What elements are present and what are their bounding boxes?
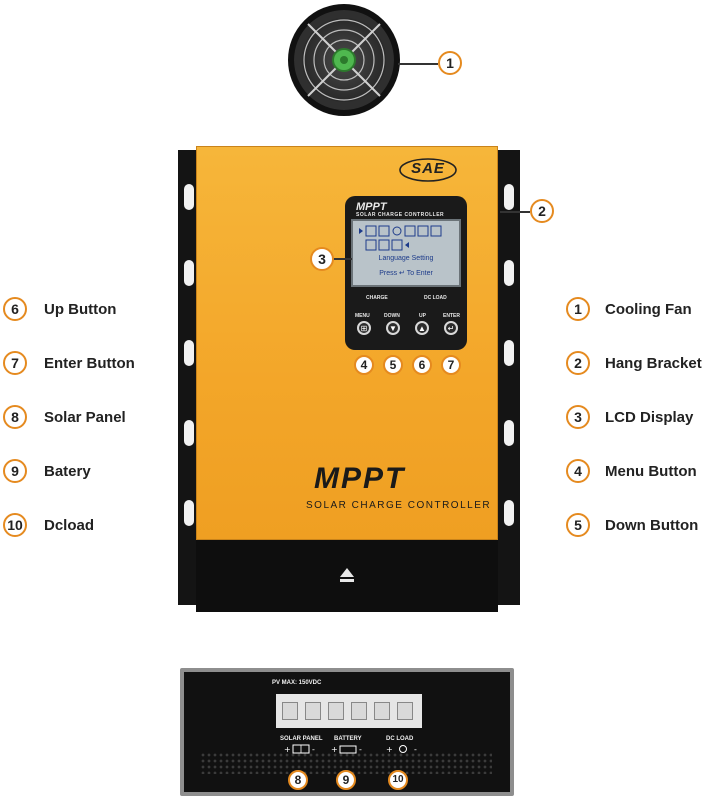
- triangle-down-icon: ▼: [389, 323, 397, 333]
- controller-base: [196, 540, 498, 612]
- legend-badge-9: 9: [3, 459, 27, 483]
- terminal-screw: [282, 702, 298, 720]
- product-title: MPPT: [314, 462, 406, 495]
- lcd-line-2: Press ↵ To Enter: [379, 270, 433, 277]
- legend-label-menu-button: Menu Button: [605, 463, 697, 480]
- terminal-screw: [305, 702, 321, 720]
- legend-label-lcd-display: LCD Display: [605, 409, 694, 426]
- legend-label-cooling-fan: Cooling Fan: [605, 301, 692, 318]
- svg-text:-: -: [312, 745, 315, 754]
- enter-return-icon: ↵: [447, 323, 455, 333]
- legend-badge-4: 4: [566, 459, 590, 483]
- sae-logo-icon: [399, 158, 457, 182]
- lcd-line-1: Language Setting: [378, 255, 434, 262]
- eject-icon: [340, 568, 354, 582]
- legend-badge-2: 2: [566, 351, 590, 375]
- terminal-strip: [276, 694, 422, 728]
- menu-grid-icon: ⊞: [360, 323, 368, 333]
- callout-7-enter: 7: [441, 355, 461, 375]
- enter-button-label: ENTER: [443, 313, 460, 319]
- menu-button[interactable]: ⊞: [357, 321, 371, 335]
- up-button[interactable]: ▲: [415, 321, 429, 335]
- callout-8-solar: 8: [288, 770, 308, 790]
- svg-text:-: -: [414, 745, 417, 754]
- legend-label-down-button: Down Button: [605, 517, 699, 534]
- callout-3-lcd: 3: [310, 247, 334, 271]
- logo-text: SAE: [411, 160, 445, 177]
- svg-text:+: +: [284, 745, 291, 754]
- callout-2-bracket: 2: [530, 199, 554, 223]
- callout-1-fan: 1: [438, 51, 462, 75]
- svg-text:+: +: [331, 745, 338, 754]
- legend-label-up-button: Up Button: [44, 301, 117, 318]
- lcd-display: Language Setting Press ↵ To Enter: [351, 219, 461, 287]
- legend-badge-10: 10: [3, 513, 27, 537]
- solar-panel-terminal-label: SOLAR PANEL: [280, 736, 323, 742]
- terminal-screw: [351, 702, 367, 720]
- charge-indicator-label: CHARGE: [366, 295, 388, 301]
- down-button[interactable]: ▼: [386, 321, 400, 335]
- fan-grille-icon: [303, 19, 385, 101]
- legend-badge-7: 7: [3, 351, 27, 375]
- legend-badge-3: 3: [566, 405, 590, 429]
- panel-title: MPPT: [356, 201, 387, 213]
- terminal-screw: [328, 702, 344, 720]
- terminal-screw: [374, 702, 390, 720]
- product-subtitle: SOLAR CHARGE CONTROLLER: [306, 500, 492, 511]
- lcd-menu-icons: [359, 225, 442, 251]
- legend-label-dcload: Dcload: [44, 517, 95, 534]
- callout-6-up: 6: [412, 355, 432, 375]
- pv-max-rating: PV MAX: 150VDC: [272, 680, 322, 686]
- menu-button-label: MENU: [355, 313, 370, 319]
- terminal-screw: [397, 702, 413, 720]
- vent-grille: [200, 752, 492, 774]
- callout-9-battery: 9: [336, 770, 356, 790]
- legend-badge-6: 6: [3, 297, 27, 321]
- down-button-label: DOWN: [384, 313, 400, 319]
- dc-load-terminal-label: DC LOAD: [386, 736, 414, 742]
- dc-load-indicator-label: DC LOAD: [424, 295, 447, 301]
- enter-button[interactable]: ↵: [444, 321, 458, 335]
- legend-badge-5: 5: [566, 513, 590, 537]
- triangle-up-icon: ▲: [418, 323, 426, 333]
- panel-subtitle: SOLAR CHARGE CONTROLLER: [356, 212, 445, 218]
- up-button-label: UP: [419, 313, 426, 319]
- svg-text:-: -: [359, 745, 362, 754]
- svg-text:+: +: [386, 745, 393, 754]
- battery-terminal-label: BATTERY: [334, 736, 362, 742]
- legend-label-hang-bracket: Hang Bracket: [605, 355, 702, 372]
- cooling-fan: [288, 4, 400, 116]
- legend-badge-8: 8: [3, 405, 27, 429]
- legend-badge-1: 1: [566, 297, 590, 321]
- callout-5-down: 5: [383, 355, 403, 375]
- callout-10-dcload: 10: [388, 770, 408, 790]
- right-hang-bracket: [494, 150, 520, 605]
- legend-label-enter-button: Enter Button: [44, 355, 135, 372]
- legend-label-battery: Batery: [44, 463, 91, 480]
- legend-label-solar-panel: Solar Panel: [44, 409, 126, 426]
- brand-logo: SAE: [398, 157, 458, 183]
- callout-4-menu: 4: [354, 355, 374, 375]
